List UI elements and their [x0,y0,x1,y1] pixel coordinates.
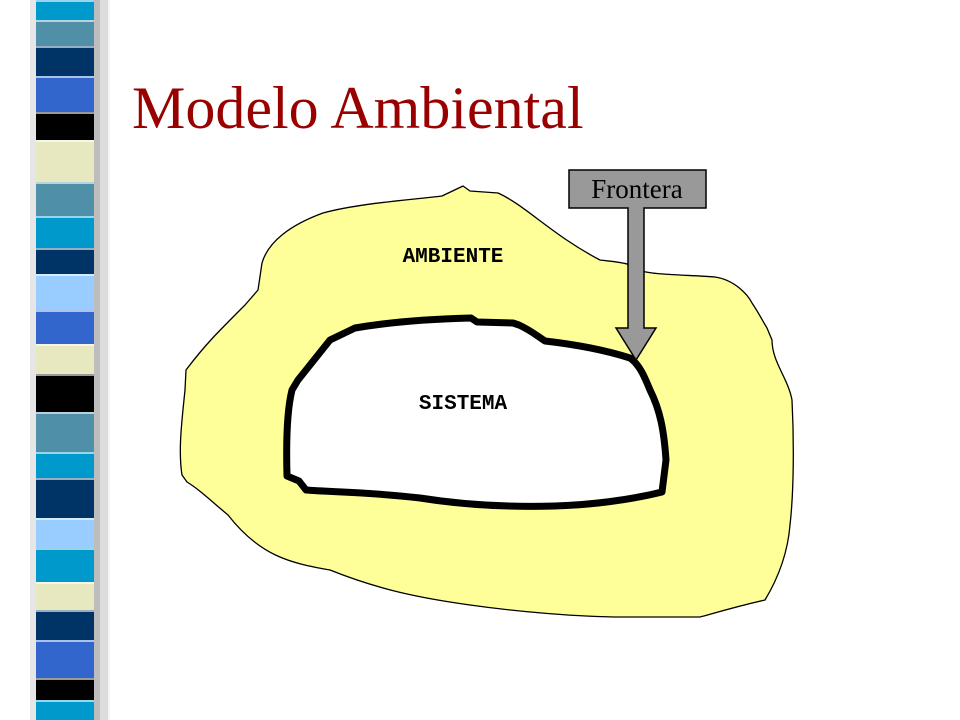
strip-block [36,182,94,216]
strip-block-divider [36,678,94,680]
strip-block [36,582,94,610]
strip-block-divider [36,412,94,414]
strip-block-divider [36,310,94,312]
strip-block-divider [36,0,94,2]
strip-block [36,678,94,700]
strip-block [36,20,94,46]
boundary-callout: Frontera [568,169,707,362]
strip-block [36,640,94,678]
strip-block-divider [36,46,94,48]
strip-block [36,112,94,140]
system-label: SISTEMA [419,393,508,416]
strip-block [36,374,94,412]
strip-block-divider [36,452,94,454]
strip-block [36,452,94,478]
strip-block-divider [36,76,94,78]
strip-block-divider [36,112,94,114]
strip-block-divider [36,20,94,22]
strip-block-divider [36,140,94,142]
strip-block-divider [36,548,94,550]
strip-block-divider [36,248,94,250]
strip-block [36,478,94,518]
strip-block-divider [36,216,94,218]
strip-block [36,412,94,452]
strip-block [36,0,94,20]
strip-block [36,248,94,274]
strip-block-divider [36,274,94,276]
strip-block [36,310,94,344]
strip-block [36,518,94,548]
strip-block-divider [36,640,94,642]
system-boundary [283,314,670,510]
environment-label: AMBIENTE [403,246,504,269]
strip-block-divider [36,610,94,612]
strip-block [36,344,94,374]
strip-block [36,140,94,182]
decorative-side-strip [0,0,110,720]
strip-block [36,700,94,720]
strip-block-divider [36,374,94,376]
strip-block [36,46,94,76]
strip-block-divider [36,344,94,346]
strip-block [36,76,94,112]
slide-title: Modelo Ambiental [132,75,584,141]
strip-block [36,216,94,248]
strip-block-divider [36,478,94,480]
strip-block-divider [36,582,94,584]
strip-block-divider [36,182,94,184]
strip-block-divider [36,700,94,702]
strip-block-divider [36,518,94,520]
strip-block [36,610,94,640]
boundary-callout-label: Frontera [591,174,682,204]
callout-arrow [568,169,707,362]
strip-block [36,548,94,582]
strip-block [36,274,94,310]
